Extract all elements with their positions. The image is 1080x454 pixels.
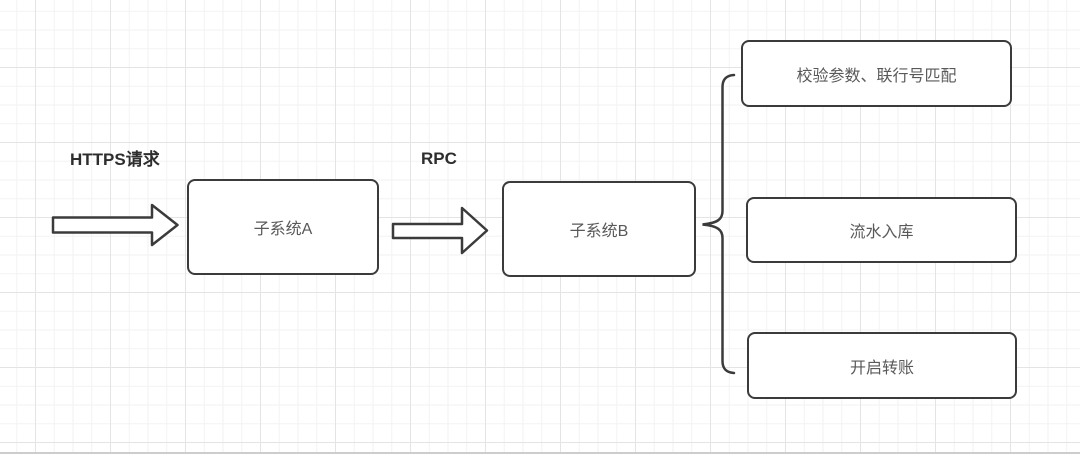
https-block-arrow-icon (51, 203, 179, 247)
node-task-validate-params-label: 校验参数、联行号匹配 (796, 67, 957, 85)
node-subsystem-b-label: 子系统B (569, 223, 629, 240)
node-task-record-to-db-label: 流水入库 (849, 224, 914, 241)
node-task-validate-params: 校验参数、联行号匹配 (741, 40, 1012, 107)
node-subsystem-b: 子系统B (502, 181, 696, 277)
node-task-record-to-db: 流水入库 (746, 197, 1017, 263)
node-task-start-transfer-label: 开启转账 (849, 359, 914, 377)
node-subsystem-a-label: 子系统A (253, 221, 313, 238)
edge-label-https: HTTPS请求 (70, 150, 160, 169)
curly-brace-icon (702, 73, 736, 375)
node-subsystem-a: 子系统A (187, 179, 379, 275)
edge-label-rpc: RPC (421, 149, 457, 168)
node-task-start-transfer: 开启转账 (747, 332, 1017, 399)
canvas-bottom-edge (0, 452, 1080, 454)
rpc-block-arrow-icon (391, 206, 489, 255)
